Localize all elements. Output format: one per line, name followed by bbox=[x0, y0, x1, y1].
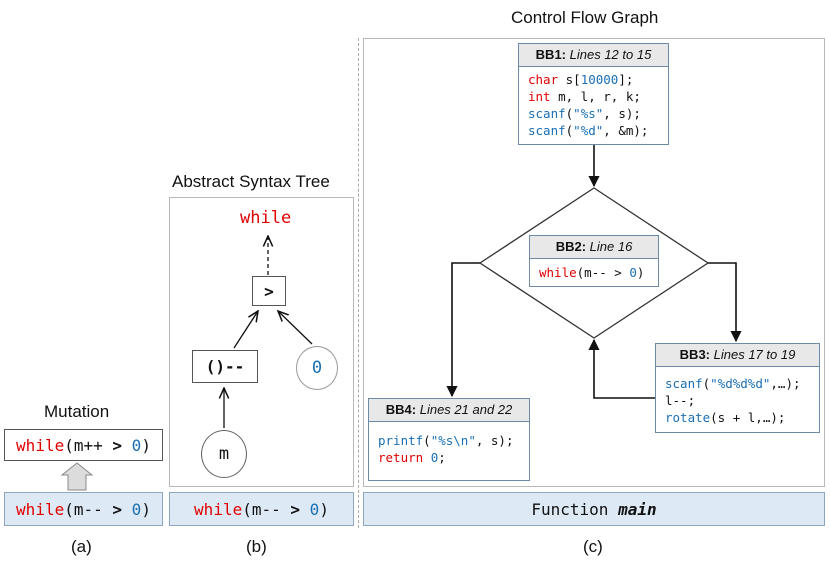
mutated-number: 0 bbox=[131, 435, 142, 455]
bb4-label: BB4: bbox=[385, 402, 417, 417]
bb1-header: BB1: Lines 12 to 15 bbox=[519, 44, 668, 67]
bb3-label: BB3: bbox=[679, 347, 711, 362]
bb1-label: BB1: bbox=[535, 47, 567, 62]
mutation-title: Mutation bbox=[44, 402, 110, 421]
bb4-code-line: return 0; bbox=[378, 450, 446, 465]
basic-block-bb3: BB3: Lines 17 to 19 scanf("%d%d%d",…); l-… bbox=[655, 343, 820, 433]
function-main-bar: Function main bbox=[363, 492, 825, 526]
bb1-lines: Lines 12 to 15 bbox=[569, 47, 652, 62]
ast-node-m: m bbox=[201, 430, 247, 478]
original-op: > bbox=[112, 499, 123, 519]
basic-block-bb4: BB4: Lines 21 and 22 printf("%s\n", s); r… bbox=[368, 398, 530, 481]
cfg-edge-bb3-bb2 bbox=[588, 338, 655, 399]
original-close: ) bbox=[141, 499, 151, 519]
ast-node-greater-than: > bbox=[252, 276, 286, 306]
bb2-lines: Line 16 bbox=[589, 239, 633, 254]
ast-bar-close: ) bbox=[319, 499, 329, 519]
cfg-edge-bb2-bb3 bbox=[708, 262, 742, 343]
original-keyword: while bbox=[16, 499, 65, 519]
ast-title: Abstract Syntax Tree bbox=[172, 172, 330, 191]
original-number: 0 bbox=[131, 499, 142, 519]
original-cond: (m-- bbox=[64, 499, 113, 519]
bb2-label: BB2: bbox=[555, 239, 587, 254]
mutated-statement: while(m++ > 0) bbox=[4, 429, 163, 461]
ast-edge-zero-gt bbox=[278, 311, 313, 345]
function-prefix: Function bbox=[531, 499, 619, 519]
cfg-title: Control Flow Graph bbox=[511, 8, 659, 27]
original-statement-bar: while(m-- > 0) bbox=[4, 492, 163, 526]
ast-panel bbox=[169, 197, 354, 487]
bb1-code-line: char s[10000]; bbox=[528, 72, 634, 87]
cfg-panel bbox=[363, 38, 825, 487]
ast-node-decrement: ()-- bbox=[192, 350, 258, 383]
mutation-arrow bbox=[60, 462, 94, 491]
cfg-edge-bb2-bb4 bbox=[446, 262, 480, 398]
ast-edge-dec-gt bbox=[233, 311, 258, 349]
bb4-code: printf("%s\n", s); return 0; bbox=[369, 422, 529, 470]
ast-statement-bar: while(m-- > 0) bbox=[169, 492, 354, 526]
bb2-code: while(m-- > 0) bbox=[539, 265, 645, 280]
ast-bar-number: 0 bbox=[309, 499, 320, 519]
mutated-keyword: while bbox=[16, 435, 65, 455]
ast-bar-op: > bbox=[290, 499, 301, 519]
bb1-code-line: scanf("%s", s); bbox=[528, 106, 641, 121]
caption-a: (a) bbox=[71, 537, 92, 556]
bb3-code: scanf("%d%d%d",…); l--; rotate(s + l,…); bbox=[656, 367, 819, 430]
bb3-code-line: l--; bbox=[665, 393, 696, 408]
ast-node-while: while bbox=[240, 208, 292, 228]
bb4-header: BB4: Lines 21 and 22 bbox=[369, 399, 529, 422]
mutated-cond: (m++ bbox=[64, 435, 113, 455]
caption-c: (c) bbox=[583, 537, 603, 556]
caption-b: (b) bbox=[246, 537, 267, 556]
mutated-close: ) bbox=[141, 435, 151, 455]
mutated-op: > bbox=[112, 435, 123, 455]
bb3-code-line: scanf("%d%d%d",…); bbox=[665, 376, 801, 391]
panel-separator bbox=[358, 38, 359, 528]
bb4-lines: Lines 21 and 22 bbox=[419, 402, 513, 417]
bb1-code: char s[10000]; int m, l, r, k; scanf("%s",… bbox=[519, 67, 668, 143]
bb3-header: BB3: Lines 17 to 19 bbox=[656, 344, 819, 367]
bb1-code-line: int m, l, r, k; bbox=[528, 89, 641, 104]
bb1-code-line: scanf("%d", &m); bbox=[528, 123, 649, 138]
basic-block-bb1: BB1: Lines 12 to 15 char s[10000]; int m,… bbox=[518, 43, 669, 145]
bb3-code-line: rotate(s + l,…); bbox=[665, 410, 786, 425]
ast-node-zero: 0 bbox=[296, 346, 338, 390]
ast-bar-keyword: while bbox=[194, 499, 243, 519]
function-name: main bbox=[618, 499, 657, 519]
bb3-lines: Lines 17 to 19 bbox=[713, 347, 796, 362]
ast-bar-cond: (m-- bbox=[242, 499, 291, 519]
bb2-header: BB2: Line 16 bbox=[530, 236, 658, 259]
bb4-code-line: printf("%s\n", s); bbox=[378, 433, 514, 448]
basic-block-bb2: BB2: Line 16 while(m-- > 0) bbox=[529, 235, 659, 287]
